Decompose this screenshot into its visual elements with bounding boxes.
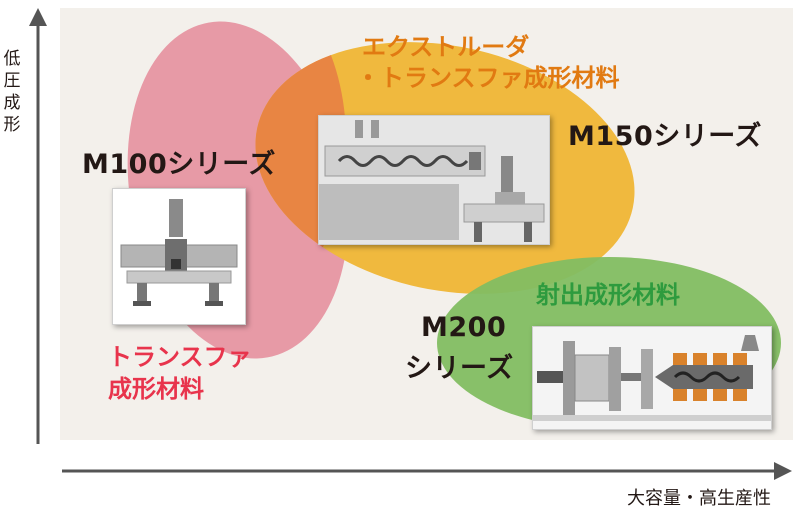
transfer-material-label-line1: トランスファ [108,343,252,371]
m200-machine-image [532,326,772,430]
transfer-material-label-line2: 成形材料 [108,375,204,403]
m200-machine-drawing [533,327,771,429]
m150-machine-image [318,115,550,245]
m200-series-label-line2: シリーズ [405,353,514,384]
m100-machine-drawing [120,199,238,306]
y-axis-label: 低圧成形 [3,49,21,135]
injection-material-label: 射出成形材料 [536,281,680,309]
m100-machine-image [112,188,246,325]
m150-series-label: M150シリーズ [568,121,762,152]
x-axis-arrowhead [774,462,792,480]
m100-series-label: M100シリーズ [82,149,276,180]
x-axis-label: 大容量・高生産性 [627,488,771,509]
m150-machine-drawing [319,116,549,244]
extruder-material-label-line1: エクストルーダ [362,33,530,61]
m200-series-label-line1: M200 [421,312,507,343]
extruder-material-label-line2: ・トランスファ成形材料 [356,64,620,92]
y-axis-arrowhead [29,8,47,26]
